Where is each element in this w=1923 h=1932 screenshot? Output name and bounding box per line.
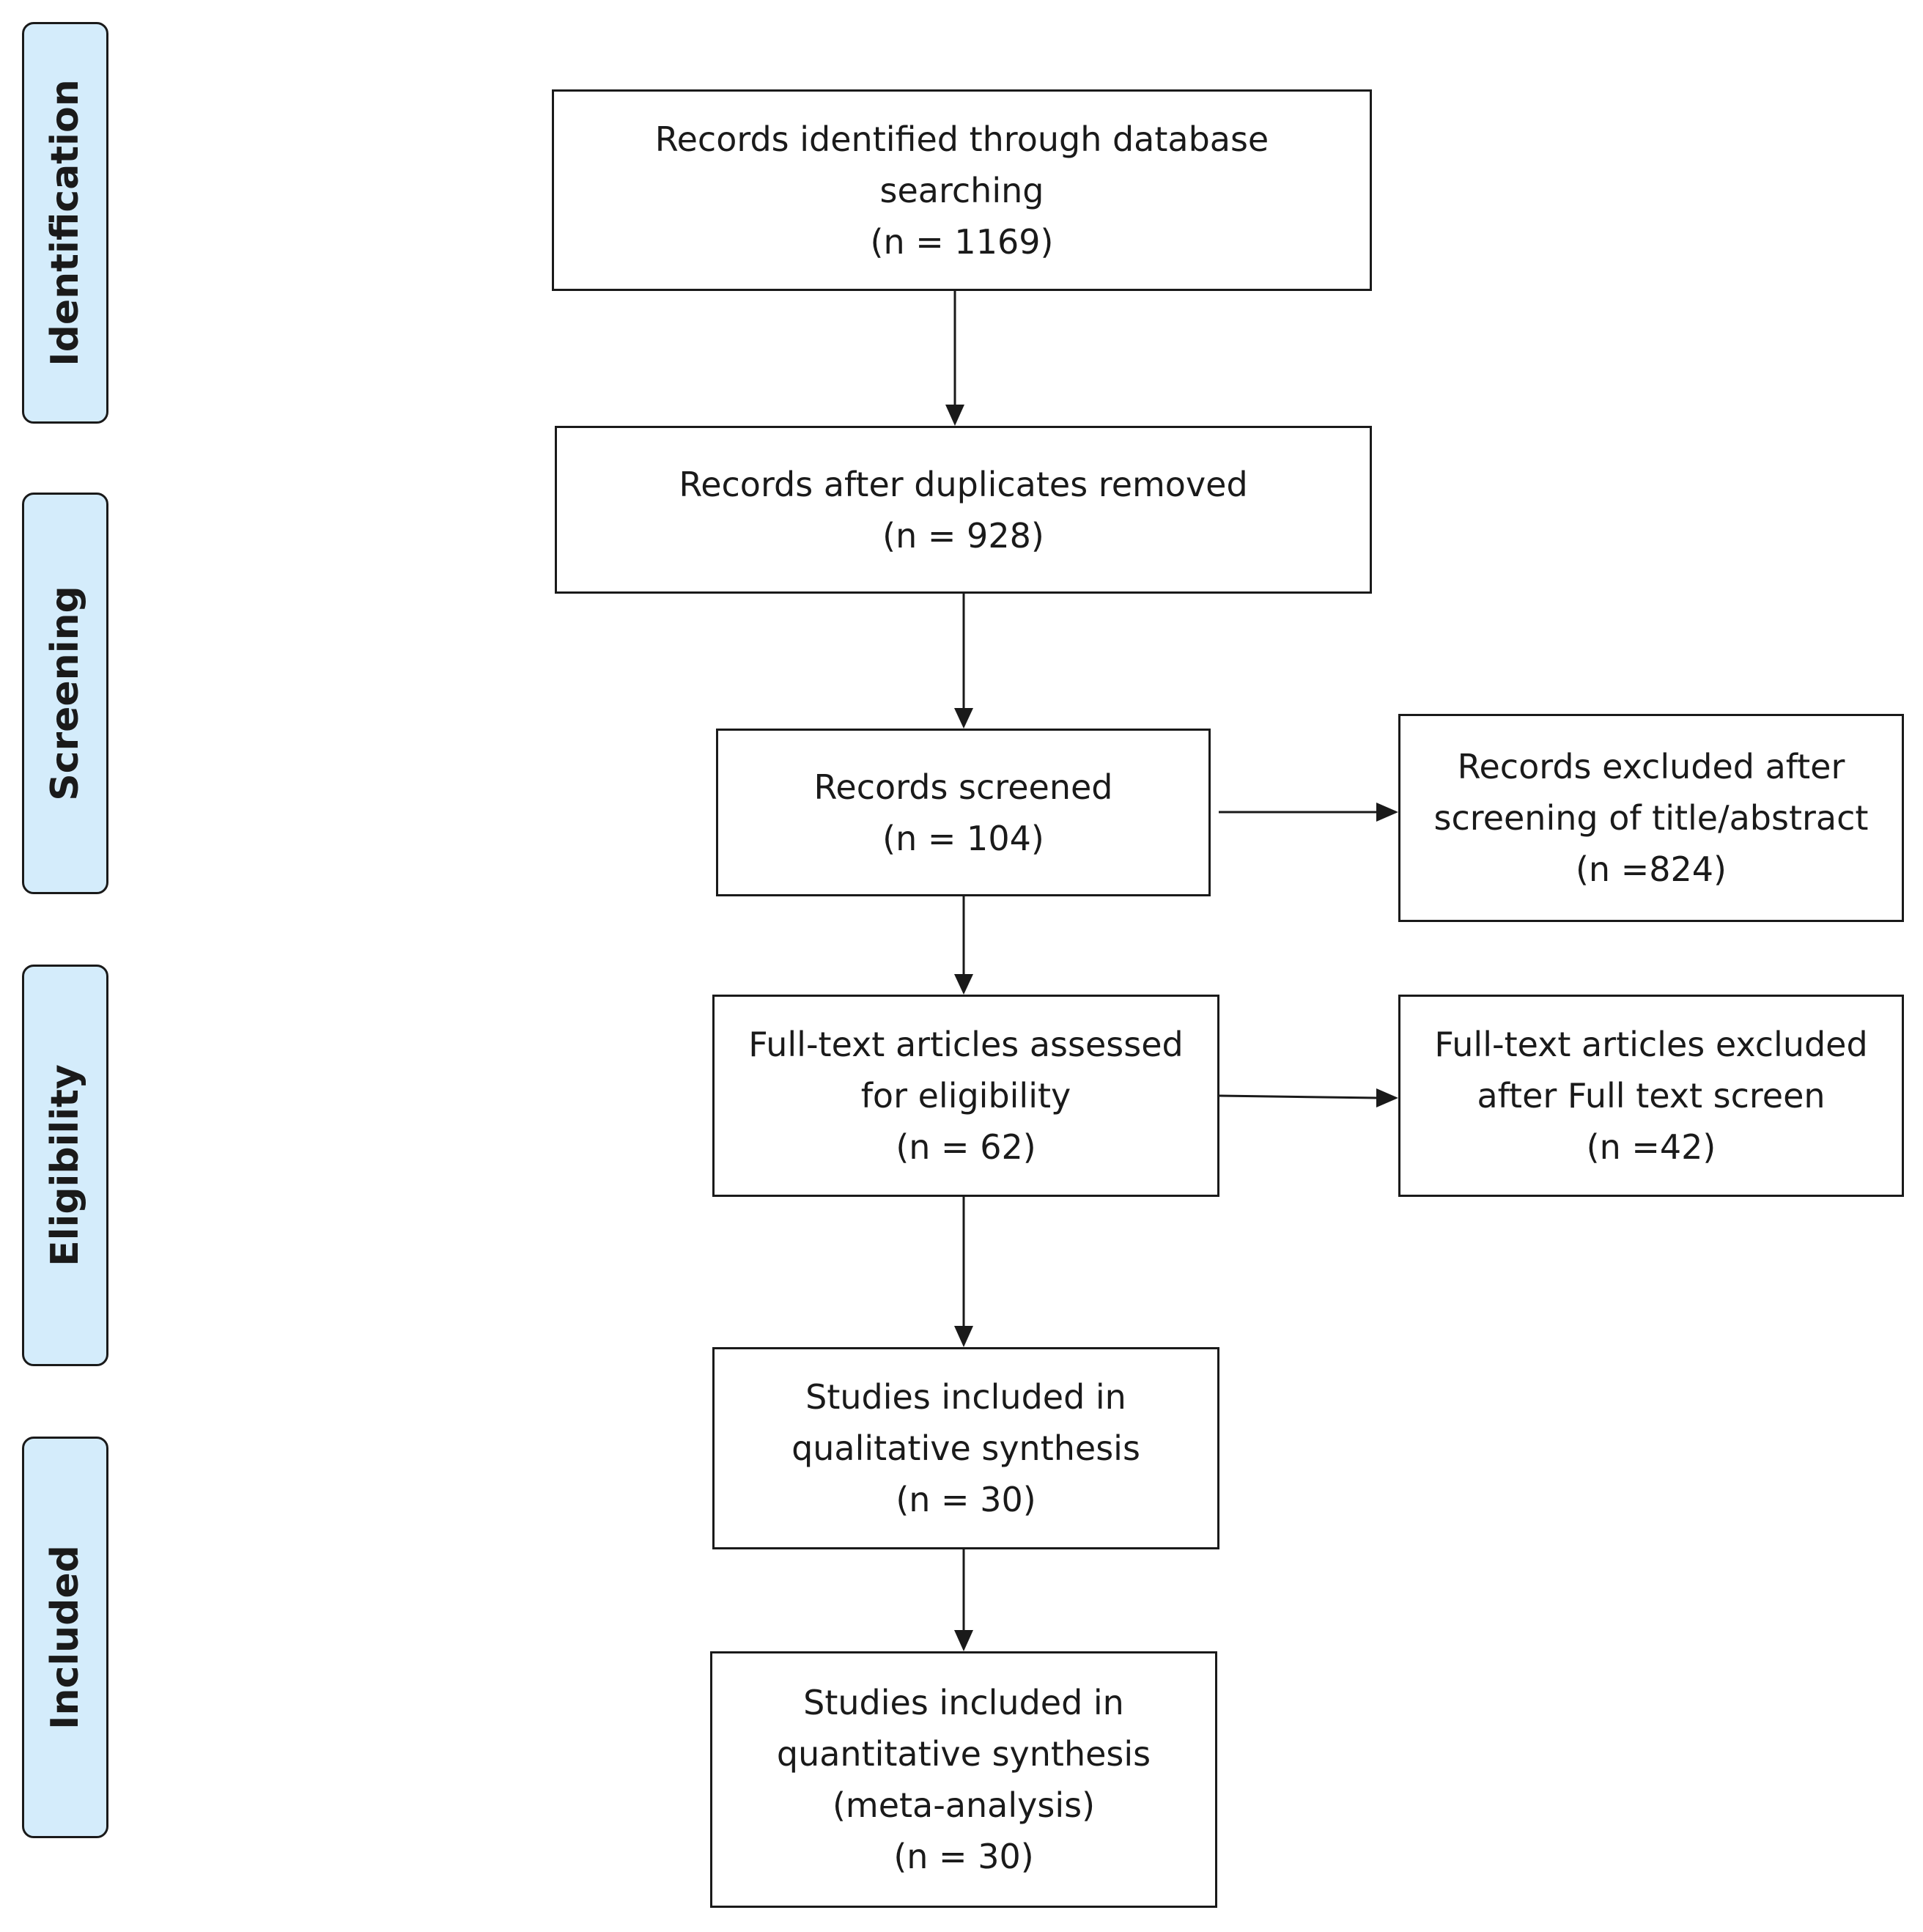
box-records-screened-line-2: (n = 104) (882, 818, 1044, 858)
box-qualitative-synthesis-line-1: Studies included in (805, 1377, 1126, 1417)
box-quantitative-synthesis-line-4: (n = 30) (893, 1837, 1034, 1876)
box-fulltext-assessed-line-2: for eligibility (860, 1076, 1071, 1116)
box-fulltext-excluded-line-2: after Full text screen (1477, 1076, 1826, 1116)
arrow-fulltext-to-excluded (1219, 1094, 1378, 1099)
phase-screening: Screening (22, 493, 108, 894)
box-records-after-duplicates-line-1: Records after duplicates removed (679, 464, 1248, 504)
box-fulltext-assessed: Full-text articles assessed for eligibil… (712, 995, 1219, 1197)
box-records-identified-line-3: (n = 1169) (870, 221, 1054, 262)
phase-identification-label: Identification (43, 79, 87, 366)
box-records-excluded-line-2: screening of title/abstract (1433, 798, 1869, 838)
box-records-excluded-line-1: Records excluded after (1457, 747, 1845, 786)
box-qualitative-synthesis: Studies included in qualitative synthesi… (712, 1347, 1219, 1549)
box-quantitative-synthesis-line-1: Studies included in (803, 1683, 1124, 1722)
box-qualitative-synthesis-line-2: qualitative synthesis (791, 1428, 1140, 1468)
box-fulltext-excluded: Full-text articles excluded after Full t… (1398, 995, 1904, 1197)
phase-identification: Identification (22, 22, 108, 424)
box-fulltext-excluded-line-3: (n =42) (1586, 1127, 1716, 1167)
phase-included: Included (22, 1437, 108, 1838)
box-fulltext-assessed-line-1: Full-text articles assessed (748, 1025, 1184, 1064)
box-records-excluded-line-3: (n =824) (1575, 849, 1727, 889)
arrowhead-identified-to-duplicates (945, 405, 964, 426)
phase-eligibility: Eligibility (22, 965, 108, 1366)
box-quantitative-synthesis-line-3: (meta-analysis) (832, 1785, 1096, 1825)
box-records-excluded: Records excluded after screening of titl… (1398, 714, 1904, 922)
box-records-identified: Records identified through database sear… (552, 89, 1372, 291)
arrowhead-qualitative-to-quantitative (954, 1630, 973, 1651)
box-records-after-duplicates-line-2: (n = 928) (882, 515, 1044, 556)
box-records-screened: Records screened (n = 104) (716, 729, 1211, 896)
box-records-screened-line-1: Records screened (813, 767, 1113, 807)
box-qualitative-synthesis-line-3: (n = 30) (896, 1480, 1036, 1519)
phase-screening-label: Screening (43, 586, 87, 801)
phase-eligibility-label: Eligibility (43, 1064, 87, 1267)
box-fulltext-assessed-line-3: (n = 62) (896, 1127, 1036, 1167)
arrowhead-duplicates-to-screened (954, 708, 973, 729)
box-quantitative-synthesis: Studies included in quantitative synthes… (710, 1651, 1217, 1908)
box-records-identified-line-1: Records identified through database (654, 119, 1269, 159)
box-records-after-duplicates: Records after duplicates removed (n = 92… (555, 426, 1372, 594)
phase-included-label: Included (43, 1545, 87, 1730)
arrowhead-fulltext-to-qualitative (954, 1326, 973, 1347)
box-quantitative-synthesis-line-2: quantitative synthesis (776, 1734, 1151, 1774)
box-fulltext-excluded-line-1: Full-text articles excluded (1434, 1025, 1868, 1064)
box-records-identified-line-2: searching (879, 170, 1044, 210)
arrowhead-screened-to-excluded (1376, 803, 1398, 822)
arrowhead-screened-to-fulltext (954, 974, 973, 995)
arrowhead-fulltext-to-excluded (1376, 1088, 1398, 1107)
